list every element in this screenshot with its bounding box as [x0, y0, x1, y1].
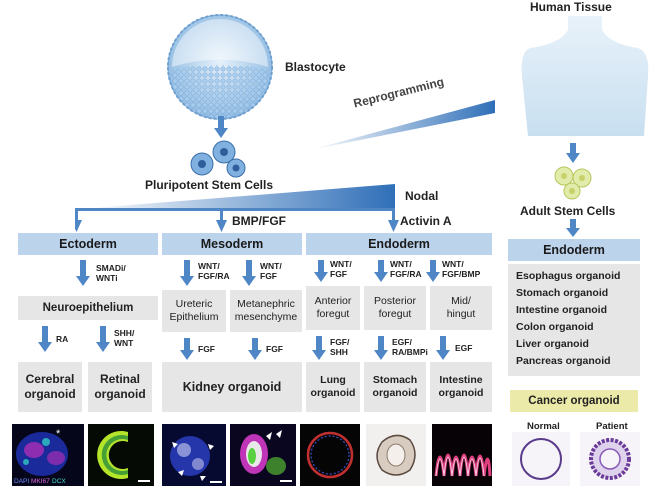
- endo-signal-d-label: FGF/ SHH: [330, 337, 350, 357]
- retinal-organoid-box: Retinal organoid: [88, 362, 152, 412]
- star-marker: *: [56, 428, 61, 440]
- list-item: Pancreas organoid: [516, 355, 611, 367]
- ra-signal-label: RA: [56, 334, 69, 344]
- list-item: Liver organoid: [516, 338, 589, 350]
- down-arrow-icon: [214, 116, 228, 138]
- posterior-foregut-box: Posterior foregut: [364, 286, 426, 330]
- intestine-organoid-image: [432, 424, 492, 486]
- meso-signal-a-label: WNT/ FGF/RA: [198, 261, 230, 281]
- endo-signal-e-label: EGF/ RA/BMPi: [392, 337, 428, 357]
- endo-signal-b-label: WNT/ FGF/RA: [390, 259, 422, 279]
- cerebral-organoid-box: Cerebral organoid: [18, 362, 82, 412]
- ectoderm-header: Ectoderm: [18, 233, 158, 255]
- kidney-organoid-image-b: [230, 424, 296, 486]
- normal-label: Normal: [527, 421, 560, 432]
- down-arrow-icon: [76, 260, 90, 286]
- kidney-organoid-box: Kidney organoid: [162, 362, 302, 412]
- down-arrow-icon: [314, 260, 328, 282]
- mki67-label: MKI67: [31, 478, 50, 485]
- adult-stem-label: Adult Stem Cells: [520, 204, 616, 218]
- lung-organoid-box: Lung organoid: [306, 362, 360, 412]
- pluripotent-label: Pluripotent Stem Cells: [145, 178, 274, 192]
- kidney-organoid-image-a: [162, 424, 226, 486]
- stomach-organoid-box: Stomach organoid: [364, 362, 426, 412]
- normal-organoid-image: [512, 432, 570, 486]
- down-arrow-icon: [180, 338, 194, 360]
- activin-label: Activin A: [400, 214, 452, 228]
- down-arrow-icon: [180, 260, 194, 286]
- nodal-gradient-wedge: [80, 184, 395, 209]
- endo-signal-a-label: WNT/ FGF: [330, 259, 352, 279]
- blastocyte-label: Blastocyte: [285, 60, 346, 74]
- cancer-organoid-box: Cancer organoid: [510, 390, 638, 412]
- endo-signal-c-label: WNT/ FGF/BMP: [442, 259, 481, 279]
- anterior-foregut-box: Anterior foregut: [306, 286, 360, 330]
- down-arrow-icon: [242, 260, 256, 286]
- list-item: Colon organoid: [516, 321, 594, 333]
- meso-fgf1-label: FGF: [198, 344, 215, 354]
- ureteric-box: Ureteric Epithelium: [162, 290, 226, 332]
- dcx-label: DCX: [52, 478, 66, 485]
- down-arrow-icon: [96, 326, 110, 352]
- down-arrow-icon: [566, 219, 580, 237]
- list-item: Esophagus organoid: [516, 270, 621, 282]
- endo-signal-f-label: EGF: [455, 343, 473, 353]
- list-item: Intestine organoid: [516, 304, 608, 316]
- retinal-organoid-image: [88, 424, 154, 486]
- nodal-label: Nodal: [405, 189, 439, 203]
- down-arrow-icon: [312, 336, 326, 360]
- down-arrow-icon: [436, 336, 450, 360]
- patient-label: Patient: [596, 421, 628, 432]
- list-item: Stomach organoid: [516, 287, 609, 299]
- ecto-signal-label: SMADi/ WNTi: [96, 263, 126, 283]
- meso-fgf2-label: FGF: [266, 344, 283, 354]
- adult-stem-cells-icon: [554, 166, 592, 200]
- stem-cell-cluster-icon: [190, 140, 246, 178]
- down-arrow-icon: [374, 260, 388, 282]
- down-arrow-icon: [374, 336, 388, 360]
- metanephric-box: Metanephric mesenchyme: [230, 290, 302, 332]
- adult-organoid-list: Esophagus organoid Stomach organoid Inte…: [508, 264, 640, 376]
- down-arrow-icon: [426, 260, 440, 282]
- stomach-organoid-image: [366, 424, 426, 486]
- patient-organoid-image: [580, 432, 640, 486]
- reprogramming-arrow: [310, 100, 495, 150]
- human-tissue-label: Human Tissue: [530, 0, 612, 14]
- down-arrow-icon: [566, 143, 580, 163]
- mesoderm-header: Mesoderm: [162, 233, 302, 255]
- human-torso-illustration: [521, 16, 649, 136]
- blastocyte-illustration: [167, 14, 273, 120]
- down-arrow-icon: [248, 338, 262, 360]
- intestine-organoid-box: Intestine organoid: [430, 362, 492, 412]
- cerebral-organoid-image: * DAPI MKI67 DCX: [12, 424, 84, 486]
- dapi-label: DAPI: [14, 478, 29, 485]
- neuroepithelium-box: Neuroepithelium: [18, 296, 158, 320]
- meso-signal-b-label: WNT/ FGF: [260, 261, 282, 281]
- mid-hindgut-box: Mid/ hingut: [430, 286, 492, 330]
- germ-layer-branches: [75, 208, 399, 232]
- shh-signal-label: SHH/ WNT: [114, 328, 135, 348]
- down-arrow-icon: [38, 326, 52, 352]
- endoderm-header: Endoderm: [306, 233, 492, 255]
- adult-endoderm-header: Endoderm: [508, 239, 640, 261]
- lung-organoid-image: [300, 424, 360, 486]
- bmp-fgf-label: BMP/FGF: [232, 214, 286, 228]
